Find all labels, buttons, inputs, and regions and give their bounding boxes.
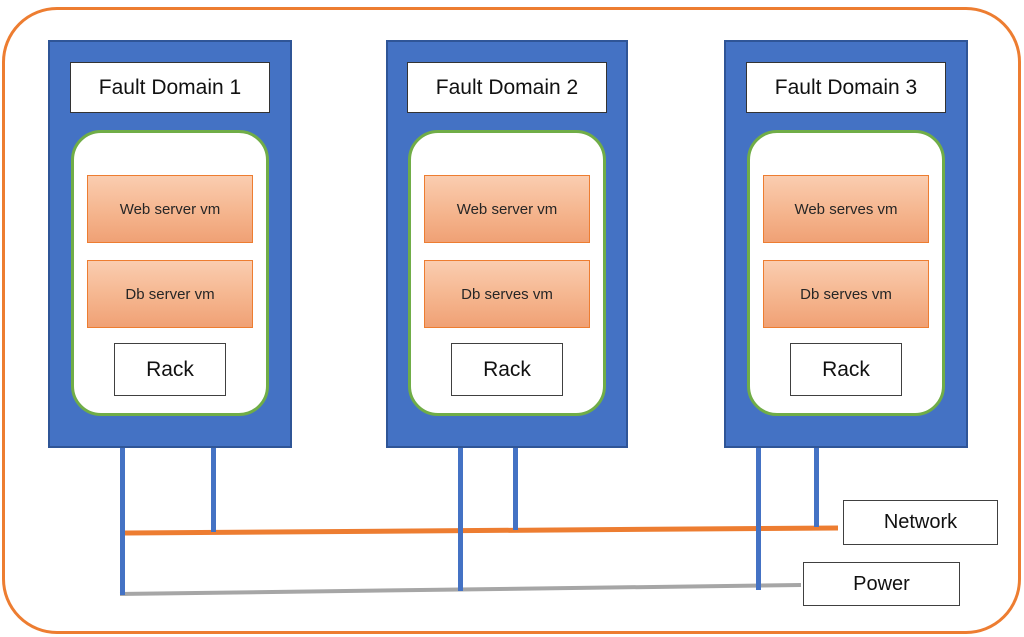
vm-box-web: Web server vm	[87, 175, 253, 243]
vm-box-db: Db server vm	[87, 260, 253, 328]
fault-domain-2: Fault Domain 2 Web server vm Db serves v…	[386, 40, 628, 448]
rack-label-box: Rack	[790, 343, 902, 396]
fault-domain-2-rack-container: Web server vm Db serves vm Rack	[408, 130, 606, 416]
network-label-box: Network	[843, 500, 998, 545]
fault-domain-1: Fault Domain 1 Web server vm Db server v…	[48, 40, 292, 448]
vm-box-db: Db serves vm	[763, 260, 929, 328]
vm-box-db: Db serves vm	[424, 260, 590, 328]
diagram-outer-border	[2, 7, 1021, 634]
rack-label-box: Rack	[451, 343, 563, 396]
vm-box-web: Web serves vm	[763, 175, 929, 243]
power-label-box: Power	[803, 562, 960, 606]
vm-box-web: Web server vm	[424, 175, 590, 243]
fault-domain-3-title: Fault Domain 3	[746, 62, 946, 113]
fault-domain-3: Fault Domain 3 Web serves vm Db serves v…	[724, 40, 968, 448]
fault-domain-2-title: Fault Domain 2	[407, 62, 607, 113]
network-line	[124, 525, 839, 536]
rack-label-box: Rack	[114, 343, 226, 396]
fault-domain-1-rack-container: Web server vm Db server vm Rack	[71, 130, 269, 416]
fault-domain-3-rack-container: Web serves vm Db serves vm Rack	[747, 130, 945, 416]
fault-domain-1-title: Fault Domain 1	[70, 62, 270, 113]
